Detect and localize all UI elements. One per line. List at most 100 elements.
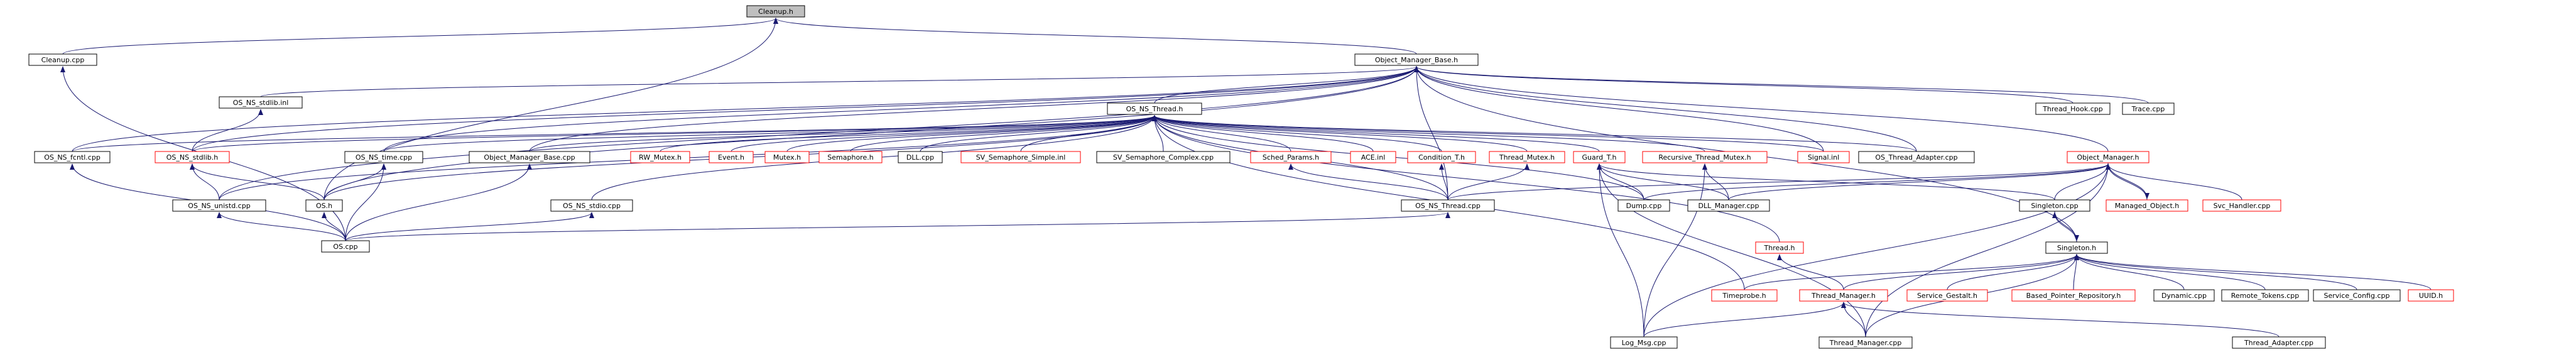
edge-condition-t-h-to-os-ns-thread-h — [1152, 115, 1442, 152]
node-svc-handler-cpp[interactable]: Svc_Handler.cpp — [2202, 199, 2281, 212]
edge-dll-cpp-to-os-ns-thread-h — [920, 115, 1157, 152]
node-label: Service_Gestalt.h — [1917, 292, 1977, 300]
node-label: UUID.h — [2419, 292, 2443, 300]
edge-signal-inl-to-object-manager-base-h — [1414, 66, 1824, 152]
edge-log-msg-cpp-to-recursive-thread-mutex-h — [1643, 163, 1707, 338]
node-mutex-h[interactable]: Mutex.h — [764, 151, 810, 163]
node-box — [550, 199, 633, 212]
edge-os-thread-adapter-cpp-to-object-manager-base-h — [1414, 66, 1917, 152]
node-label: OS_NS_time.cpp — [356, 153, 412, 162]
node-box — [898, 151, 943, 163]
node-thread-manager-h[interactable]: Thread_Manager.h — [1799, 289, 1888, 302]
node-cleanup-cpp[interactable]: Cleanup.cpp — [28, 53, 97, 66]
node-event-h[interactable]: Event.h — [709, 151, 754, 163]
node-object-manager-base-cpp[interactable]: Object_Manager_Base.cpp — [469, 151, 590, 163]
edge-object-manager-h-to-object-manager-base-h — [1414, 66, 2109, 152]
node-timeprobe-h[interactable]: Timeprobe.h — [1711, 289, 1778, 302]
node-service-config-cpp[interactable]: Service_Config.cpp — [2313, 289, 2401, 302]
node-thread-mutex-h[interactable]: Thread_Mutex.h — [1489, 151, 1565, 163]
node-dump-cpp[interactable]: Dump.cpp — [1617, 199, 1670, 212]
node-box — [818, 151, 883, 163]
edge-os-h-to-object-manager-base-h — [323, 66, 1419, 201]
node-box — [28, 53, 97, 66]
edge-os-ns-time-cpp-to-os-ns-thread-h — [383, 115, 1157, 152]
node-label: Dump.cpp — [1626, 202, 1662, 210]
node-label: Condition_T.h — [1418, 153, 1465, 162]
node-singleton-h[interactable]: Singleton.h — [2045, 241, 2108, 254]
node-dll-cpp[interactable]: DLL.cpp — [898, 151, 943, 163]
node-os-ns-thread-h[interactable]: OS_NS_Thread.h — [1107, 102, 1202, 115]
node-label: Singleton.cpp — [2031, 202, 2078, 210]
node-os-ns-fcntl-cpp[interactable]: OS_NS_fcntl.cpp — [34, 151, 111, 163]
node-thread-h[interactable]: Thread.h — [1755, 241, 1804, 254]
edge-dll-manager-cpp-to-guard-t-h — [1597, 163, 1729, 201]
node-label: Guard_T.h — [1582, 153, 1617, 162]
node-os-ns-unistd-cpp[interactable]: OS_NS_unistd.cpp — [172, 199, 266, 212]
node-sv-semaphore-simple-inl[interactable]: SV_Semaphore_Simple.inl — [960, 151, 1081, 163]
node-guard-t-h[interactable]: Guard_T.h — [1573, 151, 1626, 163]
node-remote-tokens-cpp[interactable]: Remote_Tokens.cpp — [2221, 289, 2309, 302]
node-label: OS_NS_Thread.cpp — [1415, 202, 1481, 210]
node-thread-adapter-cpp[interactable]: Thread_Adapter.cpp — [2232, 336, 2326, 349]
edge-os-h-to-os-ns-time-cpp — [323, 163, 386, 201]
edge-ace-inl-to-os-ns-thread-h — [1152, 115, 1374, 152]
node-box — [1407, 151, 1476, 163]
node-os-ns-stdio-cpp[interactable]: OS_NS_stdio.cpp — [550, 199, 633, 212]
node-os-thread-adapter-cpp[interactable]: OS_Thread_Adapter.cpp — [1858, 151, 1975, 163]
node-uuid-h[interactable]: UUID.h — [2408, 289, 2454, 302]
node-os-ns-time-cpp[interactable]: OS_NS_time.cpp — [344, 151, 423, 163]
edge-os-thread-adapter-cpp-to-os-ns-thread-h — [1152, 115, 1917, 152]
node-dynamic-cpp[interactable]: Dynamic.cpp — [2153, 289, 2215, 302]
edge-dump-cpp-to-guard-t-h — [1597, 163, 1644, 201]
node-os-ns-thread-cpp[interactable]: OS_NS_Thread.cpp — [1401, 199, 1495, 212]
edge-singleton-cpp-to-object-manager-h — [2054, 163, 2111, 201]
node-sv-semaphore-complex-cpp[interactable]: SV_Semaphore_Complex.cpp — [1096, 151, 1231, 163]
node-box — [1354, 53, 1479, 66]
node-os-ns-stdlib-h[interactable]: OS_NS_stdlib.h — [155, 151, 230, 163]
node-box — [305, 199, 343, 212]
node-service-gestalt-h[interactable]: Service_Gestalt.h — [1906, 289, 1988, 302]
node-box — [1489, 151, 1565, 163]
node-semaphore-h[interactable]: Semaphore.h — [818, 151, 883, 163]
node-thread-manager-cpp[interactable]: Thread_Manager.cpp — [1818, 336, 1913, 349]
node-os-h[interactable]: OS.h — [305, 199, 343, 212]
node-box — [2153, 289, 2215, 302]
node-condition-t-h[interactable]: Condition_T.h — [1407, 151, 1476, 163]
node-label: OS_NS_stdlib.h — [166, 153, 218, 162]
edge-os-cpp-to-object-manager-base-cpp — [345, 163, 532, 241]
node-label: DLL_Manager.cpp — [1698, 202, 1759, 210]
node-box — [1401, 199, 1495, 212]
node-label: OS_NS_stdio.cpp — [563, 202, 621, 210]
edge-log-msg-cpp-to-thread-manager-h — [1643, 302, 1846, 338]
node-label: Object_Manager.h — [2077, 153, 2139, 162]
node-recursive-thread-mutex-h[interactable]: Recursive_Thread_Mutex.h — [1642, 151, 1768, 163]
edge-guard-t-h-to-os-ns-thread-h — [1152, 115, 1600, 152]
node-log-msg-cpp[interactable]: Log_Msg.cpp — [1610, 336, 1678, 349]
node-managed-object-h[interactable]: Managed_Object.h — [2106, 199, 2188, 212]
node-label: Log_Msg.cpp — [1622, 339, 1666, 347]
node-object-manager-base-h[interactable]: Object_Manager_Base.h — [1354, 53, 1479, 66]
node-ace-inl[interactable]: ACE.inl — [1350, 151, 1396, 163]
node-dll-manager-cpp[interactable]: DLL_Manager.cpp — [1687, 199, 1770, 212]
node-box — [2313, 289, 2401, 302]
node-thread-hook-cpp[interactable]: Thread_Hook.cpp — [2035, 102, 2111, 115]
edge-dynamic-cpp-to-singleton-h — [2074, 254, 2185, 290]
edge-thread-manager-h-to-singleton-h — [1843, 254, 2079, 290]
edge-svc-handler-cpp-to-object-manager-h — [2106, 163, 2242, 201]
node-based-pointer-repository-h[interactable]: Based_Pointer_Repository.h — [2011, 289, 2136, 302]
node-os-ns-stdlib-inl[interactable]: OS_NS_stdlib.inl — [219, 96, 303, 109]
node-os-cpp[interactable]: OS.cpp — [321, 240, 370, 253]
node-box — [2035, 102, 2111, 115]
node-trace-cpp[interactable]: Trace.cpp — [2122, 102, 2175, 115]
node-label: Timeprobe.h — [1722, 292, 1766, 300]
node-box — [34, 151, 111, 163]
node-rw-mutex-h[interactable]: RW_Mutex.h — [630, 151, 690, 163]
edge-signal-inl-to-os-ns-thread-h — [1152, 115, 1824, 152]
node-signal-inl[interactable]: Signal.inl — [1797, 151, 1850, 163]
node-box — [344, 151, 423, 163]
node-box — [764, 151, 810, 163]
node-singleton-cpp[interactable]: Singleton.cpp — [2019, 199, 2090, 212]
edge-uuid-h-to-singleton-h — [2074, 254, 2432, 290]
node-sched-params-h[interactable]: Sched_Params.h — [1250, 151, 1332, 163]
node-object-manager-h[interactable]: Object_Manager.h — [2067, 151, 2149, 163]
